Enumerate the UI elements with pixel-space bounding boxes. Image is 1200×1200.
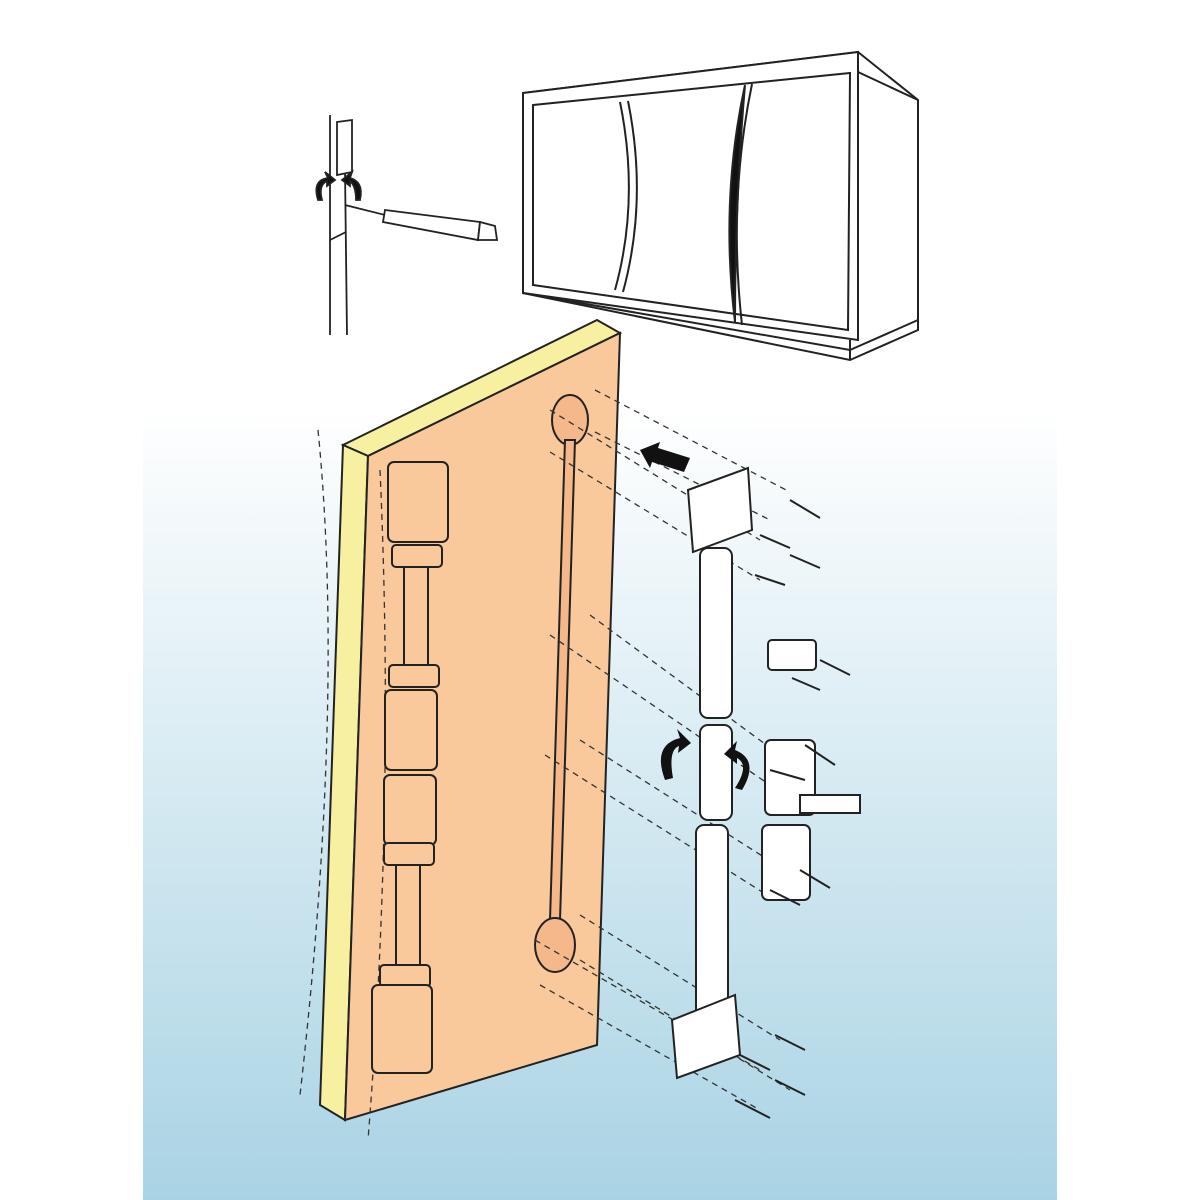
curved-arrow-icon [724, 741, 750, 790]
screwdriver-detail [315, 115, 499, 336]
curved-arrow-icon [660, 729, 691, 780]
screws [734, 499, 851, 1119]
cabinet [522, 50, 919, 362]
curved-arrow-icon [315, 171, 337, 201]
curved-arrow-icon [340, 169, 362, 201]
lock-mechanism [670, 466, 861, 1080]
door-groove [534, 394, 589, 973]
mounted-hardware [371, 461, 449, 1074]
arrow-left-icon [640, 442, 690, 472]
screwdriver-icon [344, 204, 499, 242]
